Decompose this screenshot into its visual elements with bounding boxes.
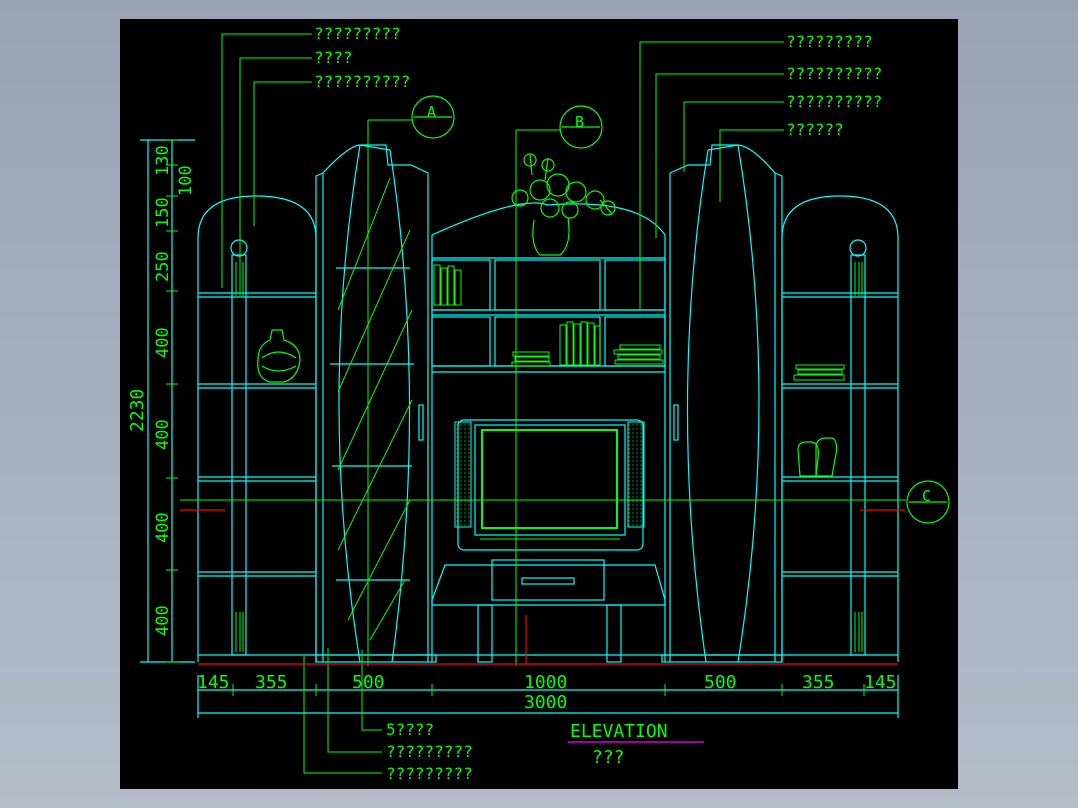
center-unit-outer [431,202,666,662]
section-label-b: B [575,113,584,131]
dim-v-400-3: 400 [153,512,173,543]
tv-screen [481,429,618,529]
left-leaf-inner [389,149,411,663]
drawing-title: ELEVATION [570,721,668,742]
right-arch-unit [781,195,899,662]
cad-viewport[interactable]: ????????? ???? ?????????? ????????? ????… [120,19,958,789]
dim-v-130: 130 [153,145,173,176]
section-label-a: A [427,103,436,121]
dim-bottom-145-left: 145 [197,672,230,693]
callout-left-1: ????????? [314,24,401,43]
plant-icon [511,153,616,256]
dim-v-150: 150 [153,197,173,228]
callout-right-4: ?????? [786,120,844,139]
right-tall-top [669,144,776,662]
left-arch-unit [197,195,317,662]
section-label-c: C [922,487,931,505]
left-leaf-outer [338,144,361,663]
callout-bottom-3: ????????? [386,764,473,783]
dim-v-400-1: 400 [153,327,173,358]
dim-bottom-1000: 1000 [524,672,567,693]
right-leaf-outer [737,144,760,663]
dim-v-250: 250 [153,251,173,282]
tv-body [457,419,644,551]
dim-bottom-500-right: 500 [704,672,737,693]
left-tall-top [322,144,429,662]
dim-height-total: 2230 [127,389,148,432]
callout-right-1: ????????? [786,32,873,51]
callout-left-3: ?????????? [314,72,410,91]
vase-pair-icon [797,437,838,477]
dim-v-100: 100 [176,165,196,196]
tv-speaker-right [627,421,645,528]
callout-right-3: ?????????? [786,92,882,111]
books-icon [433,264,845,381]
vase-icon [257,329,301,383]
tv-base [431,564,666,606]
tv-bezel [474,424,626,536]
dim-bottom-145-right: 145 [864,672,897,693]
callout-bottom-1: 5???? [386,720,434,739]
section-markers [411,95,950,524]
callout-left-2: ???? [314,48,353,67]
dim-v-400-2: 400 [153,419,173,450]
callout-right-2: ?????????? [786,64,882,83]
right-tall-frame [774,172,783,662]
callout-bottom-2: ????????? [386,742,473,761]
dim-bottom-355-left: 355 [255,672,288,693]
leader-lines [166,33,906,774]
elevation-drawing: ????????? ???? ?????????? ????????? ????… [127,24,950,783]
dim-total: 3000 [524,692,567,713]
dim-v-400-4: 400 [153,605,173,636]
tv-speaker-left [454,421,472,528]
left-tall-frame [315,172,324,662]
dim-bottom-355-right: 355 [802,672,835,693]
right-leaf-inner [686,149,709,663]
dim-bottom-500-left: 500 [352,672,385,693]
red-lines [180,509,905,665]
drawing-subtitle: ??? [592,747,625,768]
